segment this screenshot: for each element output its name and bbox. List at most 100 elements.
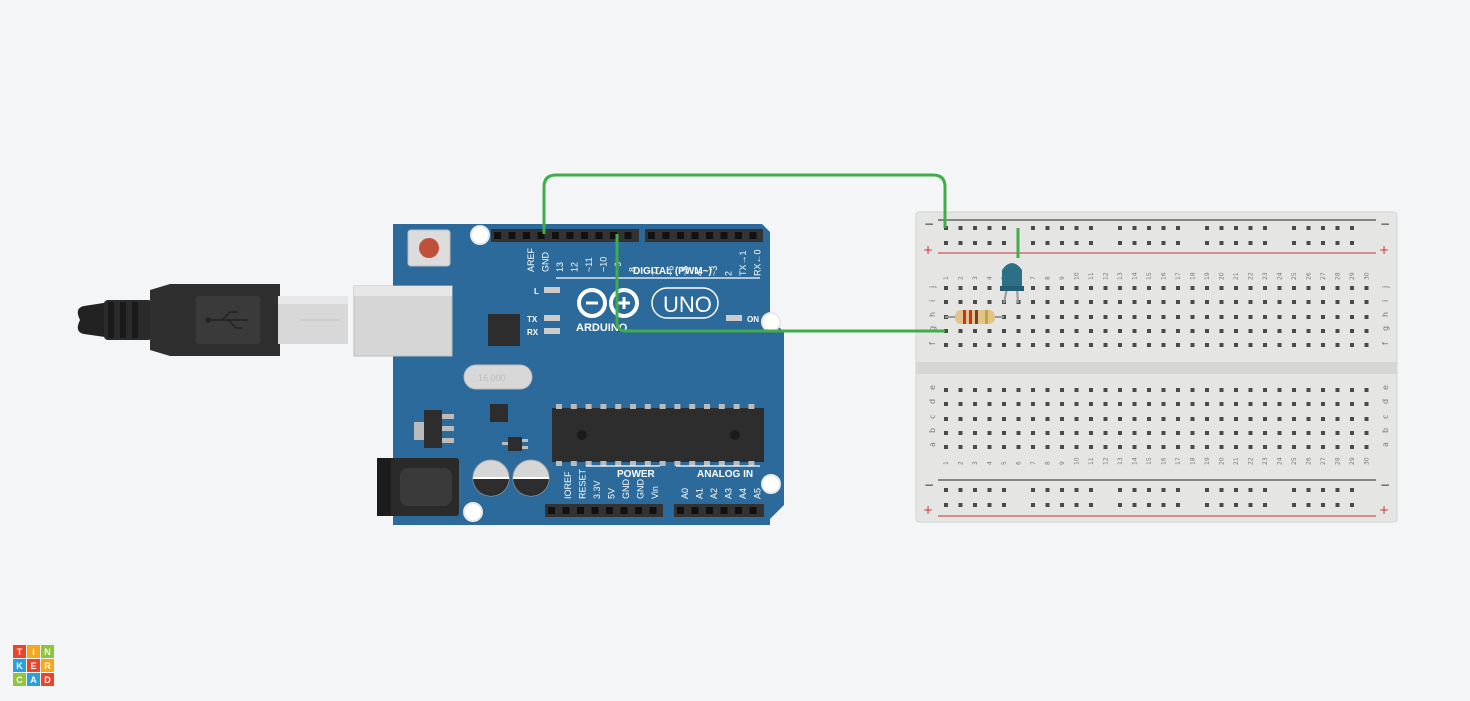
header-pin[interactable]: [606, 507, 613, 514]
breadboard-hole[interactable]: [1248, 315, 1253, 319]
breadboard-hole[interactable]: [1161, 315, 1166, 319]
rail-hole[interactable]: [1118, 241, 1122, 245]
breadboard-hole[interactable]: [1161, 343, 1166, 347]
rail-hole[interactable]: [1321, 488, 1325, 492]
breadboard-hole[interactable]: [1045, 445, 1050, 449]
breadboard-hole[interactable]: [1176, 417, 1180, 421]
rail-hole[interactable]: [1045, 503, 1050, 507]
breadboard-hole[interactable]: [1132, 417, 1137, 421]
breadboard-hole[interactable]: [944, 417, 948, 421]
breadboard-hole[interactable]: [1031, 315, 1035, 319]
breadboard-hole[interactable]: [1147, 388, 1151, 392]
rail-hole[interactable]: [1205, 226, 1209, 230]
breadboard-hole[interactable]: [1263, 286, 1267, 290]
breadboard-hole[interactable]: [1118, 343, 1122, 347]
rail-hole[interactable]: [1350, 503, 1354, 507]
rail-hole[interactable]: [958, 503, 963, 507]
rail-hole[interactable]: [1074, 226, 1079, 230]
breadboard-hole[interactable]: [1306, 300, 1311, 304]
rail-hole[interactable]: [1292, 241, 1296, 245]
breadboard-hole[interactable]: [1306, 445, 1311, 449]
breadboard-hole[interactable]: [1147, 329, 1151, 333]
breadboard-hole[interactable]: [1321, 286, 1325, 290]
breadboard-hole[interactable]: [944, 445, 948, 449]
breadboard-hole[interactable]: [1364, 431, 1369, 435]
rail-hole[interactable]: [1335, 241, 1340, 245]
breadboard-hole[interactable]: [1205, 315, 1209, 319]
rail-hole[interactable]: [1321, 503, 1325, 507]
breadboard-hole[interactable]: [1147, 402, 1151, 406]
breadboard-hole[interactable]: [1074, 329, 1079, 333]
breadboard-hole[interactable]: [958, 417, 963, 421]
header-pin[interactable]: [749, 507, 757, 514]
rail-hole[interactable]: [1248, 226, 1253, 230]
header-pin[interactable]: [735, 507, 742, 514]
rail-hole[interactable]: [1089, 226, 1093, 230]
rail-hole[interactable]: [1132, 503, 1137, 507]
breadboard-hole[interactable]: [1103, 286, 1108, 290]
header-pin[interactable]: [566, 232, 574, 239]
breadboard-hole[interactable]: [1002, 343, 1006, 347]
breadboard-hole[interactable]: [973, 329, 977, 333]
breadboard-hole[interactable]: [1277, 445, 1282, 449]
header-pin[interactable]: [635, 507, 642, 514]
breadboard-hole[interactable]: [1248, 343, 1253, 347]
breadboard-hole[interactable]: [1335, 417, 1340, 421]
rail-hole[interactable]: [1306, 488, 1311, 492]
breadboard-hole[interactable]: [1350, 343, 1354, 347]
breadboard-hole[interactable]: [1321, 388, 1325, 392]
rail-hole[interactable]: [1219, 488, 1224, 492]
breadboard-hole[interactable]: [1016, 417, 1021, 421]
breadboard-hole[interactable]: [1205, 300, 1209, 304]
breadboard-hole[interactable]: [1350, 388, 1354, 392]
breadboard-hole[interactable]: [1118, 329, 1122, 333]
rail-hole[interactable]: [1176, 503, 1180, 507]
breadboard-hole[interactable]: [1292, 286, 1296, 290]
breadboard-hole[interactable]: [958, 286, 963, 290]
breadboard-hole[interactable]: [1190, 343, 1195, 347]
breadboard-hole[interactable]: [1132, 329, 1137, 333]
breadboard-hole[interactable]: [1292, 329, 1296, 333]
breadboard-hole[interactable]: [1103, 300, 1108, 304]
breadboard-hole[interactable]: [1031, 329, 1035, 333]
breadboard-hole[interactable]: [1219, 388, 1224, 392]
breadboard-hole[interactable]: [1321, 343, 1325, 347]
breadboard-hole[interactable]: [1263, 343, 1267, 347]
breadboard-hole[interactable]: [1045, 417, 1050, 421]
header-pin[interactable]: [706, 232, 713, 239]
rail-hole[interactable]: [1321, 241, 1325, 245]
breadboard-hole[interactable]: [1292, 315, 1296, 319]
breadboard-hole[interactable]: [1248, 388, 1253, 392]
breadboard-hole[interactable]: [1277, 286, 1282, 290]
rail-hole[interactable]: [1176, 241, 1180, 245]
breadboard-hole[interactable]: [1364, 402, 1369, 406]
rail-hole[interactable]: [1002, 241, 1006, 245]
breadboard-hole[interactable]: [1002, 417, 1006, 421]
breadboard-hole[interactable]: [1161, 417, 1166, 421]
breadboard-hole[interactable]: [1045, 402, 1050, 406]
rail-hole[interactable]: [973, 241, 977, 245]
breadboard-hole[interactable]: [1190, 315, 1195, 319]
breadboard-hole[interactable]: [1002, 445, 1006, 449]
breadboard-hole[interactable]: [1147, 445, 1151, 449]
breadboard-hole[interactable]: [1364, 315, 1369, 319]
rail-hole[interactable]: [1205, 503, 1209, 507]
rail-hole[interactable]: [1292, 226, 1296, 230]
rail-hole[interactable]: [1263, 488, 1267, 492]
breadboard-hole[interactable]: [987, 431, 992, 435]
breadboard-hole[interactable]: [1234, 388, 1238, 392]
breadboard-hole[interactable]: [1263, 329, 1267, 333]
breadboard-hole[interactable]: [1234, 402, 1238, 406]
breadboard-hole[interactable]: [1205, 388, 1209, 392]
breadboard-hole[interactable]: [1248, 300, 1253, 304]
breadboard-hole[interactable]: [1234, 343, 1238, 347]
breadboard-hole[interactable]: [1248, 286, 1253, 290]
breadboard-hole[interactable]: [987, 343, 992, 347]
breadboard-hole[interactable]: [1205, 343, 1209, 347]
breadboard-hole[interactable]: [1219, 300, 1224, 304]
breadboard-hole[interactable]: [1060, 431, 1064, 435]
breadboard-hole[interactable]: [944, 286, 948, 290]
breadboard-hole[interactable]: [1190, 445, 1195, 449]
rail-hole[interactable]: [1306, 226, 1311, 230]
